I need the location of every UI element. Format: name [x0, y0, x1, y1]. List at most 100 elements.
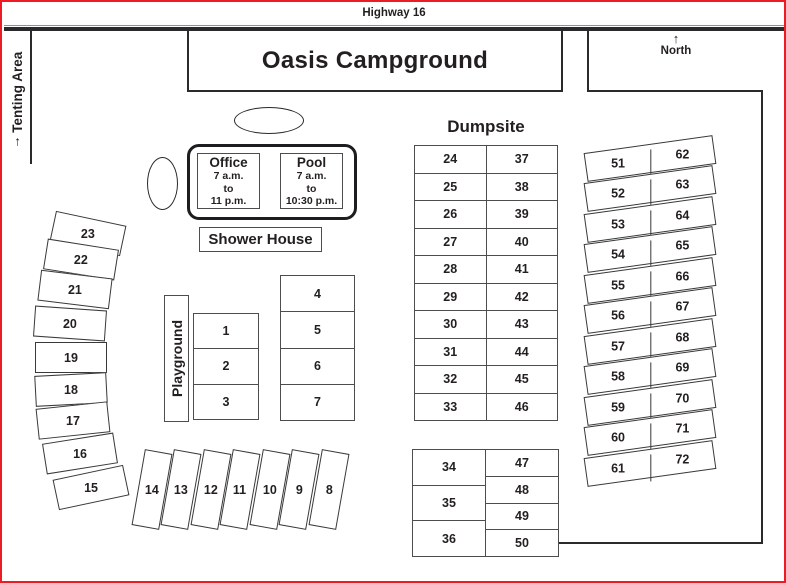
site-number: 18: [64, 382, 78, 397]
campsite-row: 26 39: [415, 201, 557, 229]
site-number: 60: [586, 423, 651, 451]
site-number: 37: [514, 152, 529, 167]
site-number: 52: [586, 179, 651, 207]
entrance-area-outline: [587, 31, 763, 92]
site-number: 9: [295, 482, 303, 497]
site-number: 39: [514, 207, 529, 222]
site-number: 55: [586, 271, 651, 299]
site-number: 15: [84, 480, 98, 495]
campsite-cell: 49: [486, 504, 558, 531]
site-number: 2: [222, 359, 230, 374]
campsite-cell: 3: [194, 385, 258, 419]
site-number: 61: [586, 454, 651, 482]
shower-house-label: Shower House: [208, 231, 313, 248]
highway-edge-line: [4, 25, 784, 26]
campsite-cell: 36: [413, 521, 485, 556]
up-arrow-icon: ↑: [13, 133, 21, 149]
office-hours-to: to: [223, 182, 234, 195]
site-number: 11: [233, 482, 247, 497]
site-number: 51: [586, 149, 651, 177]
site-number: 28: [415, 256, 487, 283]
site-number: 25: [415, 173, 487, 200]
tenting-area-label: ↑ Tenting Area: [4, 31, 30, 165]
site-number: 66: [674, 269, 689, 284]
compass-north: ↑ North: [640, 32, 712, 58]
site-number: 46: [514, 399, 529, 414]
campsite-column-4-7: 4 5 6 7: [280, 275, 355, 421]
site-number: 22: [74, 252, 88, 267]
site-number: 32: [415, 366, 487, 393]
site-number: 40: [514, 234, 529, 249]
campsite-row: 32 45: [415, 366, 557, 394]
north-label: North: [660, 45, 692, 57]
bottom-road-line: [558, 542, 763, 544]
site-number: 49: [515, 509, 529, 524]
site-number: 24: [415, 146, 487, 173]
site-number: 21: [68, 282, 82, 297]
site-number: 71: [674, 421, 689, 436]
office-hours-box: Office 7 a.m. to 11 p.m.: [197, 153, 260, 209]
site-number: 53: [586, 210, 651, 238]
shower-house-box: Shower House: [199, 227, 322, 252]
site-number: 20: [63, 316, 77, 331]
highway-road-line: [4, 27, 784, 31]
office-hours-close: 11 p.m.: [210, 195, 247, 207]
campsite-cell: 47: [486, 450, 558, 477]
site-number: 54: [586, 240, 651, 268]
site-number: 65: [674, 238, 689, 253]
site-number: 6: [314, 359, 321, 374]
site-number: 48: [515, 482, 529, 497]
site-number: 12: [204, 482, 218, 497]
site-number: 58: [586, 362, 651, 390]
site-number: 41: [514, 262, 529, 277]
site-number: 27: [415, 228, 487, 255]
site-number: 13: [174, 482, 188, 497]
site-number: 42: [514, 289, 529, 304]
campsite-row: 24 37: [415, 146, 557, 174]
site-number: 1: [222, 324, 230, 339]
office-pool-building: Office 7 a.m. to 11 p.m. Pool 7 a.m. to …: [187, 144, 357, 220]
site-number: 70: [674, 391, 689, 406]
campsite-cell: 35: [413, 486, 485, 522]
campsite-row: 33 46: [415, 393, 557, 420]
campsite-cell: 1: [194, 314, 258, 350]
campsite-cell: 48: [486, 477, 558, 504]
site-number: 63: [674, 177, 689, 192]
pool-hours-open: 7 a.m.: [296, 170, 327, 182]
campsite-column-1-3: 1 2 3: [193, 313, 259, 420]
site-number: 57: [586, 332, 651, 360]
campsite-cell: 2: [194, 349, 258, 385]
site-number: 14: [145, 482, 159, 497]
site-number: 33: [415, 393, 487, 420]
campsite-column-47-50: 47 48 49 50: [486, 449, 559, 557]
campsite-cell: 34: [413, 450, 485, 486]
campsite-column-34-36: 34 35 36: [412, 449, 486, 557]
tenting-area-text: Tenting Area: [9, 51, 25, 133]
site-number: 5: [314, 322, 321, 337]
site-number: 10: [263, 482, 277, 497]
site-number: 34: [442, 460, 456, 475]
campsite-cell: 5: [281, 312, 354, 349]
site-number: 72: [674, 452, 689, 467]
site-number: 31: [415, 338, 487, 365]
pool-hours-to: to: [306, 182, 317, 195]
campsite-row: 28 41: [415, 256, 557, 284]
site-number: 3: [222, 394, 230, 409]
site-number: 36: [442, 531, 456, 546]
site-number: 62: [674, 147, 689, 162]
pool-hours-box: Pool 7 a.m. to 10:30 p.m.: [280, 153, 343, 209]
campsite-cell: 7: [281, 385, 354, 420]
site-number: 26: [415, 201, 487, 228]
campsite-box: 20: [33, 305, 107, 342]
tenting-area-boundary-line: [30, 31, 32, 164]
site-number: 45: [514, 372, 529, 387]
right-road-line: [761, 91, 763, 544]
site-number: 4: [314, 286, 321, 301]
site-number: 8: [325, 482, 333, 497]
site-number: 56: [586, 301, 651, 329]
campsite-cell: 50: [486, 530, 558, 556]
oval-landscape-feature-large: [234, 107, 304, 134]
